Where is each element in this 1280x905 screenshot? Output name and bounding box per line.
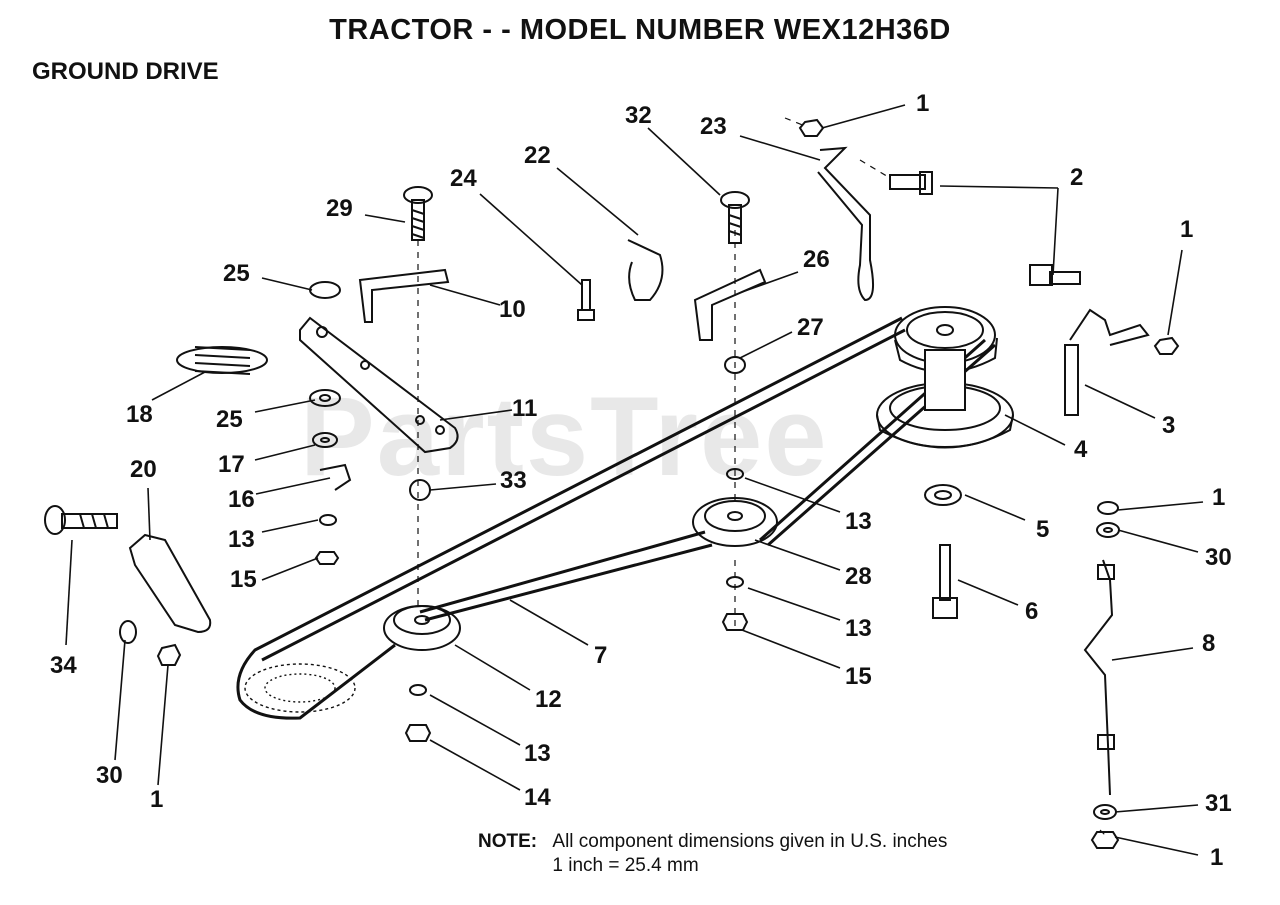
bracket-20 <box>128 533 212 634</box>
callout-17: 17 <box>218 451 245 478</box>
callout-1: 1 <box>1210 844 1224 871</box>
callout-1: 1 <box>150 786 164 813</box>
callout-10: 10 <box>499 296 526 323</box>
callout-13: 13 <box>228 526 255 553</box>
callout-11: 11 <box>512 395 538 422</box>
callout-32: 32 <box>625 102 652 129</box>
callout-13: 13 <box>845 615 872 642</box>
callout-24: 24 <box>450 165 477 192</box>
callout-25: 25 <box>216 406 243 433</box>
bolt-2-upper <box>889 171 933 195</box>
bolt-2-lower <box>1029 264 1081 286</box>
carriage-bolt-32 <box>720 191 750 244</box>
dimensions-note: NOTE: All component dimensions given in … <box>478 830 947 878</box>
note-label: NOTE: <box>478 831 538 852</box>
section-title: GROUND DRIVE <box>32 58 219 85</box>
callout-5: 5 <box>1036 516 1050 543</box>
spring-18 <box>176 346 268 375</box>
bracket-26 <box>693 268 767 341</box>
rod-23 <box>817 146 875 302</box>
idler-arm-11 <box>299 316 459 454</box>
callout-23: 23 <box>700 113 727 140</box>
left-hardware-stack <box>309 281 749 742</box>
callout-16: 16 <box>228 486 255 513</box>
callout-27: 27 <box>797 314 824 341</box>
callout-22: 22 <box>524 142 551 169</box>
page-title: TRACTOR - - MODEL NUMBER WEX12H36D <box>329 14 951 46</box>
shaft-8 <box>1083 559 1115 796</box>
washer-30-left <box>119 620 137 644</box>
idler-pulley-12 <box>383 605 461 651</box>
callout-2: 2 <box>1070 164 1084 191</box>
screw-24 <box>577 279 595 321</box>
callout-34: 34 <box>50 652 77 679</box>
carriage-bolt-29 <box>403 186 433 241</box>
nut-1-left <box>156 643 182 666</box>
callout-6: 6 <box>1025 598 1039 625</box>
note-line-2: 1 inch = 25.4 mm <box>552 855 699 876</box>
callout-14: 14 <box>524 784 551 811</box>
callout-3: 3 <box>1162 412 1176 439</box>
callout-8: 8 <box>1202 630 1216 657</box>
callout-25: 25 <box>223 260 250 287</box>
callout-30: 30 <box>1205 544 1232 571</box>
bolt-34 <box>44 505 118 535</box>
callout-13: 13 <box>524 740 551 767</box>
nut-1-right <box>1153 336 1180 355</box>
callout-33: 33 <box>500 467 527 494</box>
callout-26: 26 <box>803 246 830 273</box>
ground-drive-belt-7 <box>236 316 996 720</box>
callout-4: 4 <box>1074 436 1088 463</box>
callout-18: 18 <box>126 401 153 428</box>
callout-7: 7 <box>594 642 608 669</box>
note-line-1: All component dimensions given in U.S. i… <box>552 831 948 852</box>
bolt-6 <box>932 544 958 619</box>
callout-1: 1 <box>1212 484 1226 511</box>
leader-lines <box>65 104 1204 856</box>
drive-pulley-4 <box>876 306 1014 449</box>
callout-12: 12 <box>535 686 562 713</box>
lever-3 <box>1064 308 1150 416</box>
callout-28: 28 <box>845 563 872 590</box>
rear-pulley <box>244 663 356 713</box>
bracket-10 <box>358 268 450 323</box>
callout-13: 13 <box>845 508 872 535</box>
callout-1: 1 <box>916 90 930 117</box>
washer-5 <box>924 484 962 506</box>
callout-20: 20 <box>130 456 157 483</box>
nut-1-top <box>798 118 825 137</box>
callout-15: 15 <box>230 566 257 593</box>
right-column-hardware <box>1090 501 1120 849</box>
callout-31: 31 <box>1205 790 1232 817</box>
clip-22 <box>627 239 664 301</box>
pulley-28 <box>692 497 778 547</box>
callout-1: 1 <box>1180 216 1194 243</box>
callout-30: 30 <box>96 762 123 789</box>
callout-15: 15 <box>845 663 872 690</box>
callout-29: 29 <box>326 195 353 222</box>
